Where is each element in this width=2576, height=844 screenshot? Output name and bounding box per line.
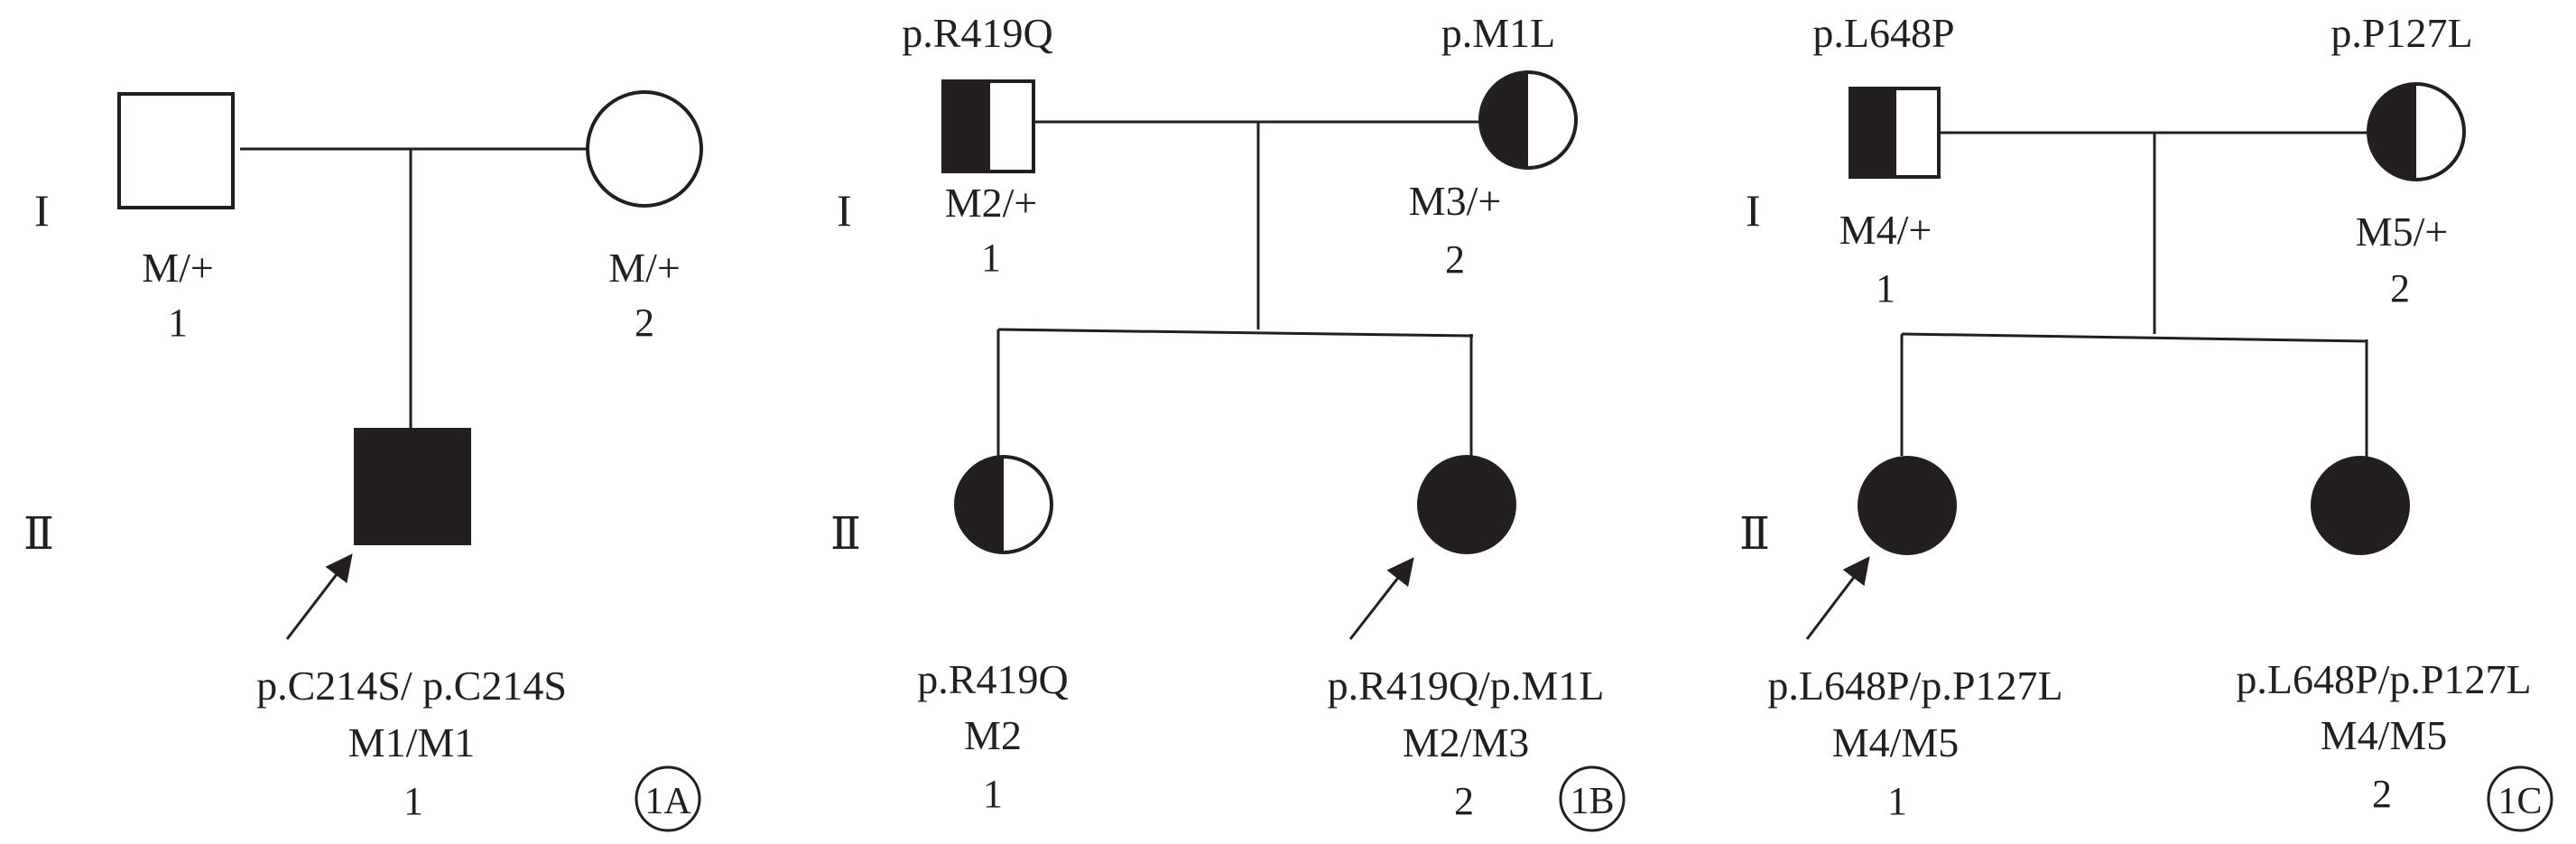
female-affected-symbol	[1858, 456, 1957, 555]
genotype-label: M1/M1	[348, 719, 476, 765]
genotype-label: M2/+	[945, 180, 1038, 226]
panel-badge: 1B	[1570, 781, 1614, 822]
panel-badge: 1A	[644, 781, 691, 822]
variant-label: p.R419Q	[902, 10, 1052, 56]
generation-label-2: Ⅱ	[830, 508, 861, 559]
variant-label: p.L648P/p.P127L	[1767, 663, 2062, 709]
sibship-line	[997, 328, 1474, 338]
pedigree-1c: I Ⅱ p.L648P M4/+ 1 p.P127L M5/+ 2 p.L648…	[1739, 10, 2553, 832]
female-unaffected-symbol	[586, 90, 703, 208]
variant-label: p.L648P	[1812, 10, 1954, 56]
proband-arrow	[1348, 557, 1414, 640]
male-affected-symbol	[354, 428, 471, 545]
female-carrier-symbol	[2367, 82, 2466, 181]
panel-badge-circle	[1559, 765, 1626, 832]
individual-number: 1	[983, 772, 1003, 816]
female-carrier-symbol	[1478, 70, 1578, 170]
female-carrier-symbol-fill	[2368, 84, 2416, 180]
generation-label-1: I	[1746, 185, 1761, 236]
variant-label: p.C214S/ p.C214S	[256, 663, 567, 709]
individual-number: 1	[168, 301, 188, 345]
individual-number: 1	[981, 236, 1001, 280]
individual-number: 2	[1445, 237, 1465, 282]
pedigree-1a: I Ⅱ M/+ 1 M/+ 2 p.C214S/ p.C214S M1/M1 1…	[23, 90, 703, 832]
individual-number: 2	[635, 301, 654, 345]
variant-label: p.P127L	[2330, 10, 2472, 56]
male-unaffected-symbol	[117, 92, 235, 209]
individual-number: 2	[2390, 266, 2410, 311]
genotype-label: M4/M5	[1832, 719, 1960, 765]
male-carrier-symbol-fill	[943, 81, 988, 172]
genotype-label: M3/+	[1409, 178, 1502, 224]
individual-number: 1	[403, 779, 423, 823]
proband-arrow	[1805, 556, 1870, 640]
male-carrier-symbol-fill	[1850, 88, 1894, 177]
female-carrier-symbol	[954, 455, 1053, 554]
genotype-label: M4/M5	[2321, 712, 2448, 758]
panel-badge-circle	[635, 765, 701, 832]
proband-arrow	[285, 553, 353, 640]
generation-label-2: Ⅱ	[23, 508, 54, 559]
pedigree-1b: I Ⅱ p.R419Q M2/+ 1 p.M1L M3/+ 2 p.R419Q …	[830, 10, 1626, 832]
female-affected-symbol	[2311, 456, 2410, 555]
generation-label-2: Ⅱ	[1739, 508, 1770, 559]
generation-label-1: I	[34, 185, 50, 236]
female-affected-symbol	[1417, 455, 1516, 554]
panel-badge: 1C	[2497, 781, 2542, 822]
genotype-label: M4/+	[1839, 207, 1932, 253]
individual-number: 1	[1887, 779, 1907, 823]
female-carrier-symbol-fill	[956, 457, 1004, 552]
variant-label: p.R419Q/p.M1L	[1328, 663, 1605, 709]
individual-number: 2	[1454, 779, 1474, 823]
individual-number: 1	[1876, 266, 1895, 311]
variant-label: p.M1L	[1441, 10, 1556, 56]
individual-number: 2	[2372, 772, 2392, 816]
variant-label: p.R419Q	[917, 656, 1068, 702]
genotype-label: M2	[964, 712, 1022, 758]
genotype-label: M2/M3	[1403, 719, 1530, 765]
genotype-label: M/+	[608, 245, 681, 291]
genotype-label: M/+	[142, 245, 214, 291]
female-carrier-symbol-fill	[1480, 72, 1528, 168]
generation-label-1: I	[837, 185, 852, 236]
variant-label: p.L648P/p.P127L	[2236, 656, 2531, 702]
genotype-label: M5/+	[2356, 209, 2449, 255]
panel-badge-circle	[2487, 765, 2553, 832]
sibship-line	[1901, 332, 2368, 343]
